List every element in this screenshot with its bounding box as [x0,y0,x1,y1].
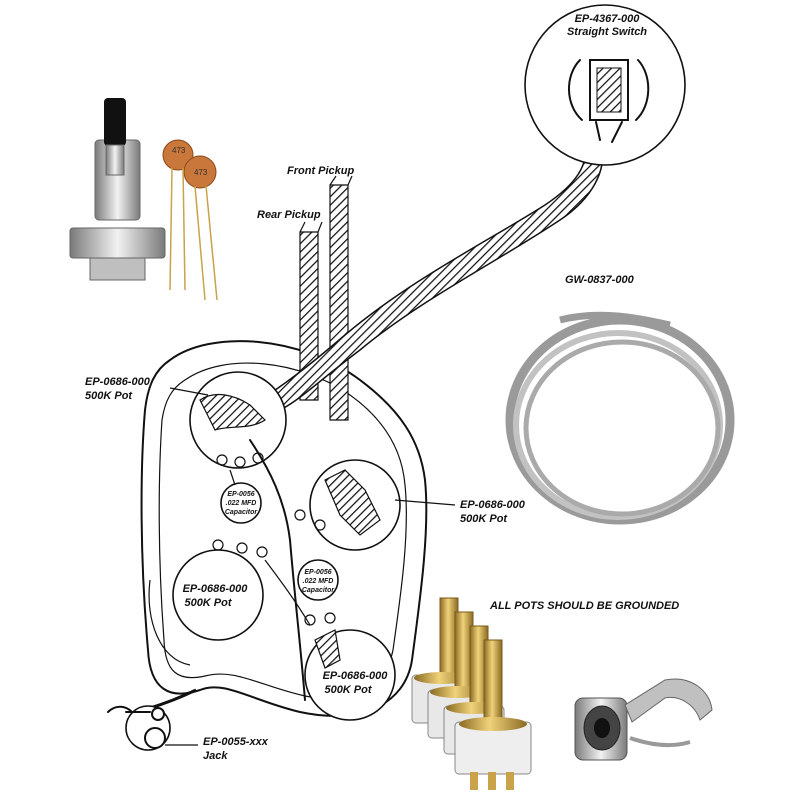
switch-name-label: Straight Switch [567,26,647,38]
braided-wire-coil-photo [505,311,735,525]
switch-part-label: EP-4367-000 [575,13,641,25]
cap1-name-label: Capacitor [225,509,259,516]
pot-top-left-value-label: 500K Pot [85,390,133,402]
jack-diagram [107,705,171,751]
front-pickup-lead [329,175,353,421]
capacitor-photo: 473 473 [162,139,218,301]
capacitor-1: EP-0056 .022 MFD Capacitor [220,482,262,524]
cap-photo-marking-1: 473 [172,146,186,155]
jack-name-label: Jack [203,750,228,762]
pot-top-left-part-label: EP-0686-000 [85,376,151,388]
front-pickup-label: Front Pickup [287,165,355,177]
cap-photo-marking-2: 473 [194,168,208,177]
pot-bottom-left: EP-0686-000 500K Pot [172,539,268,641]
output-jack-photo [574,678,713,761]
pot-bottom-right-part-label: EP-0686-000 [323,670,389,682]
pot-bottom-right-value-label: 500K Pot [324,684,372,696]
pots-photo [411,597,532,790]
pot-right [294,459,401,551]
wire-part-label: GW-0837-000 [565,274,635,286]
cap1-value-label: .022 MFD [226,500,257,507]
rear-pickup-lead [299,221,323,401]
jack-part-label: EP-0055-xxx [203,736,269,748]
switch-diagram: EP-4367-000 Straight Switch [524,4,686,166]
pot-right-part-label: EP-0686-000 [460,499,526,511]
pot-bottom-right: EP-0686-000 500K Pot [304,612,396,721]
cap2-value-label: .022 MFD [303,578,334,585]
pot-bottom-left-value-label: 500K Pot [184,597,232,609]
grounding-note: ALL POTS SHOULD BE GROUNDED [489,600,679,612]
pot-top-left [189,371,287,469]
pot-right-value-label: 500K Pot [460,513,508,525]
pot-photo-4 [454,639,532,790]
toggle-switch-photo [69,98,166,281]
rear-pickup-label: Rear Pickup [257,209,321,221]
cap1-part-label: EP-0056 [227,491,254,498]
capacitor-2: EP-0056 .022 MFD Capacitor [297,559,339,601]
pot-bottom-left-part-label: EP-0686-000 [183,583,249,595]
cap2-name-label: Capacitor [302,587,336,594]
leader-lines [165,387,456,746]
cap2-part-label: EP-0056 [304,569,331,576]
